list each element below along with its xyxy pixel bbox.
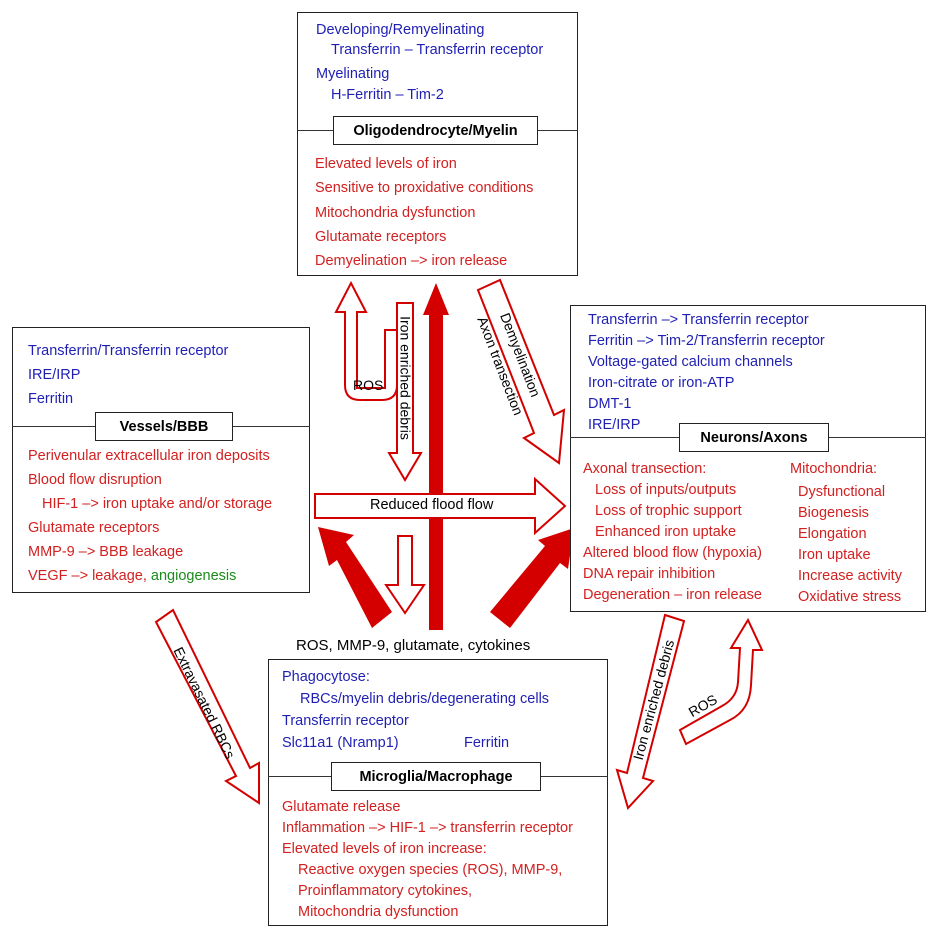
neurons-left-line-4: Enhanced iron uptake [595, 524, 737, 540]
neurons-right-line-7: Oxidative stress [798, 589, 902, 605]
microglia-bottom-line-4: Reactive oxygen species (ROS), MMP-9, [298, 862, 563, 878]
microglia-top-line-5: Ferritin [464, 735, 510, 751]
microglia-top-line-3: Transferrin receptor [282, 713, 409, 729]
neurons-box [570, 305, 926, 612]
microglia-bottom-line-5: Proinflammatory cytokines, [298, 883, 473, 899]
extravasated-arrow [154, 608, 260, 805]
microglia-bottom-line-3: Elevated levels of iron increase: [282, 841, 487, 857]
solid-arrow-to-vessels [318, 527, 392, 628]
neurons-left-line-7: Degeneration – iron release [583, 587, 762, 603]
oligo-bottom-line-2: Sensitive to proxidative conditions [315, 180, 534, 196]
neurons-title: Neurons/Axons [679, 423, 829, 452]
neurons-left-line-2: Loss of inputs/outputs [595, 482, 737, 498]
solid-arrow-to-neurons [490, 528, 574, 628]
neurons-top-line-6: IRE/IRP [588, 417, 641, 433]
demyelination-arrow [476, 278, 566, 465]
neurons-left-line-6: DNA repair inhibition [583, 566, 716, 582]
reduced-flow-label: Reduced flood flow [370, 497, 494, 513]
angiogenesis-text: angiogenesis [150, 568, 237, 584]
neurons-top-line-2: Ferritin –> Tim-2/Transferrin receptor [588, 333, 825, 349]
neurons-top-line-1: Transferrin –> Transferrin receptor [588, 312, 809, 328]
neurons-right-line-1: Mitochondria: [790, 461, 878, 477]
vessels-bottom-line-2: Blood flow disruption [28, 472, 162, 488]
neurons-top-line-5: DMT-1 [588, 396, 632, 412]
vessels-top-line-1: Transferrin/Transferrin receptor [28, 343, 229, 359]
oligodendrocyte-title: Oligodendrocyte/Myelin [333, 116, 538, 145]
center-mediators-label: ROS, MMP-9, glutamate, cytokines [296, 637, 531, 654]
vessels-bottom-line-4: Glutamate receptors [28, 520, 160, 536]
vegf-leakage-text: VEGF –> leakage, [28, 568, 151, 584]
oligo-bottom-line-4: Glutamate receptors [315, 229, 447, 245]
neurons-right-line-2: Dysfunctional [798, 484, 886, 500]
vessels-top-line-3: Ferritin [28, 391, 74, 407]
vessels-top-line-2: IRE/IRP [28, 367, 81, 383]
neurons-left-line-3: Loss of trophic support [595, 503, 742, 519]
neurons-right-line-5: Iron uptake [798, 547, 871, 563]
neurons-left-line-5: Altered blood flow (hypoxia) [583, 545, 762, 561]
iron-debris-top-arrow [387, 302, 423, 482]
solid-arrow-up-oligodendrocyte [423, 283, 449, 630]
oligo-top-line-3: Myelinating [316, 66, 390, 82]
hollow-arrow-down-microglia [384, 535, 426, 615]
ros-right-arrow [678, 617, 764, 746]
microglia-bottom-line-6: Mitochondria dysfunction [298, 904, 459, 920]
iron-debris-right-arrow [615, 613, 686, 810]
microglia-bottom-line-1: Glutamate release [282, 799, 401, 815]
vessels-bottom-line-3: HIF-1 –> iron uptake and/or storage [42, 496, 273, 512]
iron-debris-top-label: Iron enriched debris [397, 316, 414, 440]
microglia-title: Microglia/Macrophage [331, 762, 541, 791]
oligo-top-line-1: Developing/Remyelinating [316, 22, 485, 38]
microglia-bottom-line-2: Inflammation –> HIF-1 –> transferrin rec… [282, 820, 573, 836]
reduced-flow-arrow [314, 476, 567, 536]
vessels-box [12, 327, 310, 593]
neurons-right-line-3: Biogenesis [798, 505, 869, 521]
oligo-bottom-line-3: Mitochondria dysfunction [315, 205, 476, 221]
oligo-top-line-2: Transferrin – Transferrin receptor [331, 42, 544, 58]
vessels-bottom-line-1: Perivenular extracellular iron deposits [28, 448, 270, 464]
neurons-right-line-6: Increase activity [798, 568, 902, 584]
neurons-top-line-3: Voltage-gated calcium channels [588, 354, 793, 370]
microglia-top-line-4: Slc11a1 (Nramp1) [282, 735, 399, 751]
neurons-top-line-4: Iron-citrate or iron-ATP [588, 375, 735, 391]
oligo-bottom-line-1: Elevated levels of iron [315, 156, 457, 172]
oligo-top-line-4: H-Ferritin – Tim-2 [331, 87, 444, 103]
microglia-top-line-1: Phagocytose: [282, 669, 370, 685]
neurons-left-line-1: Axonal transection: [583, 461, 707, 477]
microglia-top-line-2: RBCs/myelin debris/degenerating cells [300, 691, 550, 707]
vessels-title: Vessels/BBB [95, 412, 233, 441]
vessels-bottom-line-5: MMP-9 –> BBB leakage [28, 544, 184, 560]
neurons-right-line-4: Elongation [798, 526, 867, 542]
microglia-box [268, 659, 608, 926]
ros-top-label: ROS [353, 377, 384, 393]
vessels-vegf-line: VEGF –> leakage, angiogenesis [28, 568, 236, 585]
oligo-bottom-line-5: Demyelination –> iron release [315, 253, 508, 269]
ros-top-arrow [334, 280, 398, 401]
